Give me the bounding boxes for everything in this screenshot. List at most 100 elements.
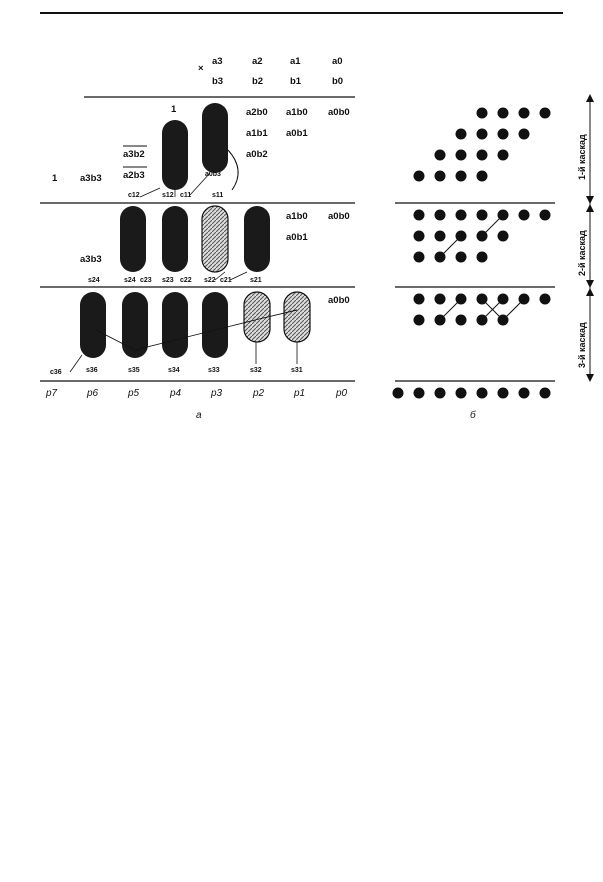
output-s36: s36 xyxy=(86,367,98,374)
partial-product-dot xyxy=(497,128,509,140)
partial-product-dot xyxy=(413,209,425,221)
partial-product-dot xyxy=(413,387,425,399)
partial-product-dot xyxy=(539,293,551,305)
cascade-axis: 1-й каскад 2-й каскад 3-й каскад xyxy=(577,94,594,382)
multiply-sign: × xyxy=(198,63,204,74)
term-a0b1: a0b1 xyxy=(286,128,308,139)
left-term-2: a3b3 xyxy=(80,254,102,265)
output-s31: s31 xyxy=(291,367,303,374)
output-s22: s22 xyxy=(204,277,216,284)
partial-product-dot xyxy=(413,314,425,326)
product-p6: p6 xyxy=(86,388,99,399)
half-adder-pill xyxy=(283,291,311,343)
product-p2: p2 xyxy=(252,388,265,399)
half-adder-pill xyxy=(243,291,271,343)
output-c11: c11 xyxy=(180,192,191,199)
product-p3: p3 xyxy=(210,388,223,399)
adder-pill xyxy=(162,206,188,272)
operand-a1: a1 xyxy=(290,56,301,67)
partial-product-dot xyxy=(434,209,446,221)
dot-connectors xyxy=(439,214,525,321)
product-p7: p7 xyxy=(45,388,58,399)
output-c36: c36 xyxy=(50,369,62,376)
left-term: a3b3 xyxy=(80,173,102,184)
carry-one: 1 xyxy=(52,173,58,184)
partial-product-dot xyxy=(476,128,488,140)
figure-label-b: б xyxy=(470,409,476,421)
cascade-label-1: 1-й каскад xyxy=(577,134,587,180)
partial-product-dot xyxy=(455,251,467,263)
partial-product-dot xyxy=(476,251,488,263)
partial-product-dot xyxy=(497,149,509,161)
partial-product-dot xyxy=(455,209,467,221)
adder-pill xyxy=(122,292,148,358)
partial-product-dot xyxy=(455,128,467,140)
term-a1b1: a1b1 xyxy=(246,128,268,139)
stage3: a0b0 c36 s36 s35 s34 s33 s32 s31 xyxy=(50,291,350,376)
term-a1b0: a1b0 xyxy=(286,107,308,118)
operand-b0: b0 xyxy=(332,76,343,87)
partial-product-dot xyxy=(539,209,551,221)
output-s34: s34 xyxy=(168,367,180,374)
partial-product-dot xyxy=(434,230,446,242)
partial-product-dot xyxy=(518,107,530,119)
partial-product-dot xyxy=(476,209,488,221)
partial-product-dot xyxy=(392,387,404,399)
output-s35: s35 xyxy=(128,367,140,374)
overline-term-2: a2b3 xyxy=(123,170,145,181)
operand-b1: b1 xyxy=(290,76,302,87)
partial-product-dot xyxy=(497,387,509,399)
partial-product-dot xyxy=(455,170,467,182)
stage2: a3b3 a1b0 a0b0 a0b1 s24 s24 c23 s23 c22 … xyxy=(80,205,350,284)
term-a2b0: a2b0 xyxy=(246,107,268,118)
term-a0b0: a0b0 xyxy=(328,107,350,118)
output-s24a: s24 xyxy=(88,277,100,284)
product-p1: p1 xyxy=(293,388,305,399)
partial-product-dot xyxy=(497,107,509,119)
partial-product-dot xyxy=(455,387,467,399)
partial-product-dot xyxy=(413,251,425,263)
right-rules xyxy=(395,202,555,382)
adder-pill xyxy=(80,292,106,358)
partial-product-dot xyxy=(455,149,467,161)
partial-product-dot xyxy=(434,387,446,399)
adder-pill xyxy=(120,206,146,272)
adder-pill xyxy=(202,103,228,173)
dot-diagram xyxy=(392,107,551,399)
output-c23: c23 xyxy=(140,277,152,284)
product-p0: p0 xyxy=(335,388,348,399)
output-c22: c22 xyxy=(180,277,192,284)
stage1: 1 1 a3b3 a3b2 a2b3 a2b0 a1b0 a0b0 a1b1 a… xyxy=(52,103,350,199)
partial-product-dot xyxy=(413,170,425,182)
output-c12: c12 xyxy=(128,192,140,199)
partial-product-dot xyxy=(539,387,551,399)
pill-inner-term: a0b3 xyxy=(205,171,221,178)
inner-one: 1 xyxy=(171,104,177,115)
adder-pill xyxy=(244,206,270,272)
cascade-label-3: 3-й каскад xyxy=(577,322,587,368)
output-s11: s11 xyxy=(212,192,223,199)
carry-chain xyxy=(95,309,298,351)
partial-product-dot xyxy=(518,387,530,399)
operand-b2: b2 xyxy=(252,76,263,87)
figure-label-a: а xyxy=(196,410,202,421)
product-labels: p7 p6 p5 p4 p3 p2 p1 p0 xyxy=(45,388,348,399)
partial-product-dot xyxy=(413,230,425,242)
partial-product-dot xyxy=(518,128,530,140)
partial-product-dot xyxy=(518,209,530,221)
adder-pill xyxy=(202,292,228,358)
output-s12: s12 xyxy=(162,192,174,199)
output-s24b: s24 xyxy=(124,277,136,284)
cascade-label-2: 2-й каскад xyxy=(577,230,587,276)
partial-product-dot xyxy=(476,170,488,182)
overline-term-1: a3b2 xyxy=(123,149,145,160)
term-a0b1-2: a0b1 xyxy=(286,232,308,243)
term-a0b0-2: a0b0 xyxy=(328,211,350,222)
partial-product-dot xyxy=(497,230,509,242)
partial-product-dot xyxy=(434,170,446,182)
partial-product-dot xyxy=(434,149,446,161)
product-p4: p4 xyxy=(169,388,182,399)
partial-product-dot xyxy=(413,293,425,305)
adder-pill xyxy=(162,120,188,190)
